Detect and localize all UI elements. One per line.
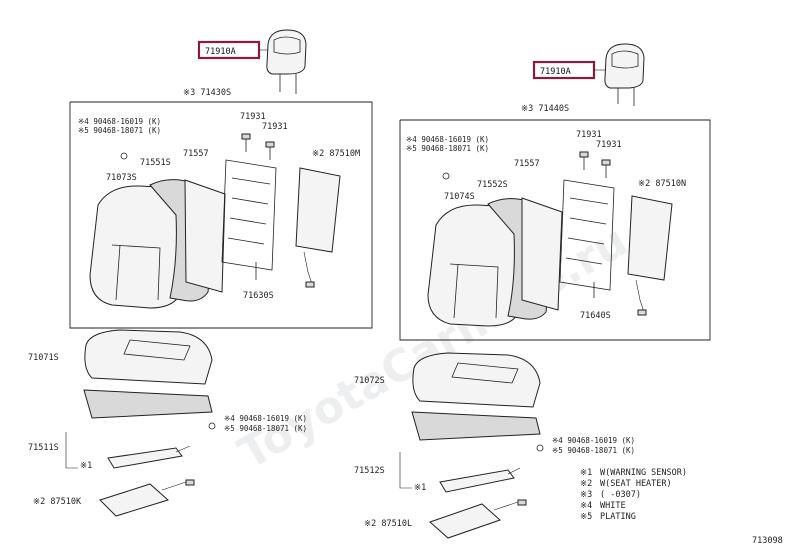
right-back-frame [399,119,711,341]
left-cushion-cover[interactable] [84,329,213,385]
left-bolt-label-1: 71931 [240,112,266,122]
left-clip-label-4: ※4 90468-16019 (K) [78,117,161,126]
left-headrest[interactable] [266,29,307,94]
right-headrest[interactable] [604,43,645,106]
right-cushion-clip-4: ※4 90468-16019 (K) [552,436,635,445]
legend-text-3: ( -0307) [600,490,641,500]
left-cushion-heater[interactable] [99,479,195,517]
legend-text-5: PLATING [600,512,636,522]
right-cushion-cover[interactable] [412,352,541,408]
legend-mark-4: ※4 [580,501,592,511]
left-cushion-clip-icon[interactable] [208,422,216,430]
left-clip-icon[interactable] [120,152,128,160]
right-cushion-heater[interactable] [429,499,527,539]
legend: ※1 W(WARNING SENSOR) ※2 W(SEAT HEATER) ※… [580,468,687,522]
right-bolt-2[interactable] [601,159,611,178]
legend-mark-2: ※2 [580,479,592,489]
left-sensor-label: ※1 [80,461,92,471]
left-back-frame [69,101,373,329]
right-clip-icon[interactable] [442,172,450,180]
left-warning-sensor[interactable] [107,445,191,469]
left-bolt-2[interactable] [265,141,275,160]
legend-text-4: WHITE [600,501,626,511]
left-frame-label: 71557 [183,149,209,159]
left-spring-frame[interactable] [221,159,277,280]
left-cushion-cover-label: 71071S [28,353,59,363]
left-cushion-heater-label: ※2 87510K [33,497,82,507]
right-frame-label: 71557 [514,159,540,169]
right-cushion-clip-icon[interactable] [536,444,544,452]
right-clip-label-4: ※4 90468-16019 (K) [406,135,489,144]
right-spring-frame[interactable] [559,179,615,298]
right-cover-label: 71552S [477,180,508,190]
left-back-frame-panel[interactable] [184,179,226,293]
left-pad-label: 71073S [106,173,137,183]
left-cushion-assy-label: 71511S [28,443,59,453]
right-sensor-label: ※1 [414,483,426,493]
left-bolt-label-2: 71931 [262,122,288,132]
left-back-heater[interactable] [295,167,341,288]
right-bolt-1[interactable] [579,151,589,170]
left-headrest-label: 71910A [205,47,236,57]
right-board-label: 71640S [580,311,611,321]
right-cushion-heater-label: ※2 87510L [364,519,412,529]
left-cushion-clip-5: ※5 90468-18071 (K) [224,424,307,433]
right-warning-sensor[interactable] [439,467,521,493]
legend-text-1: W(WARNING SENSOR) [600,468,687,478]
right-back-frame-panel[interactable] [521,197,563,311]
right-cushion-assy-label: 71512S [354,466,385,476]
left-cushion-clip-4: ※4 90468-16019 (K) [224,414,307,423]
left-heater-label: ※2 87510M [312,149,360,159]
left-board-label: 71630S [243,291,274,301]
right-back-assy-label: ※3 71440S [521,104,569,114]
legend-text-2: W(SEAT HEATER) [600,479,672,489]
left-clip-label-5: ※5 90468-18071 (K) [78,126,161,135]
right-bolt-label-1: 71931 [576,130,602,140]
legend-mark-1: ※1 [580,468,592,478]
right-cushion-pad[interactable] [411,411,541,441]
left-bolt-1[interactable] [241,133,251,152]
right-clip-label-5: ※5 90468-18071 (K) [406,144,489,153]
right-headrest-label: 71910A [540,67,571,77]
legend-mark-3: ※3 [580,490,592,500]
right-cushion-cover-label: 71072S [354,376,385,386]
legend-mark-5: ※5 [580,512,592,522]
left-cushion-pad[interactable] [83,389,213,419]
right-back-heater[interactable] [627,195,673,316]
left-cover-label: 71551S [140,158,171,168]
diagram-id: 713098 [752,536,783,546]
right-bolt-label-2: 71931 [596,140,622,150]
right-cushion-clip-5: ※5 90468-18071 (K) [552,446,635,455]
right-pad-label: 71074S [444,192,475,202]
right-heater-label: ※2 87510N [638,179,686,189]
left-back-assy-label: ※3 71430S [183,88,231,98]
